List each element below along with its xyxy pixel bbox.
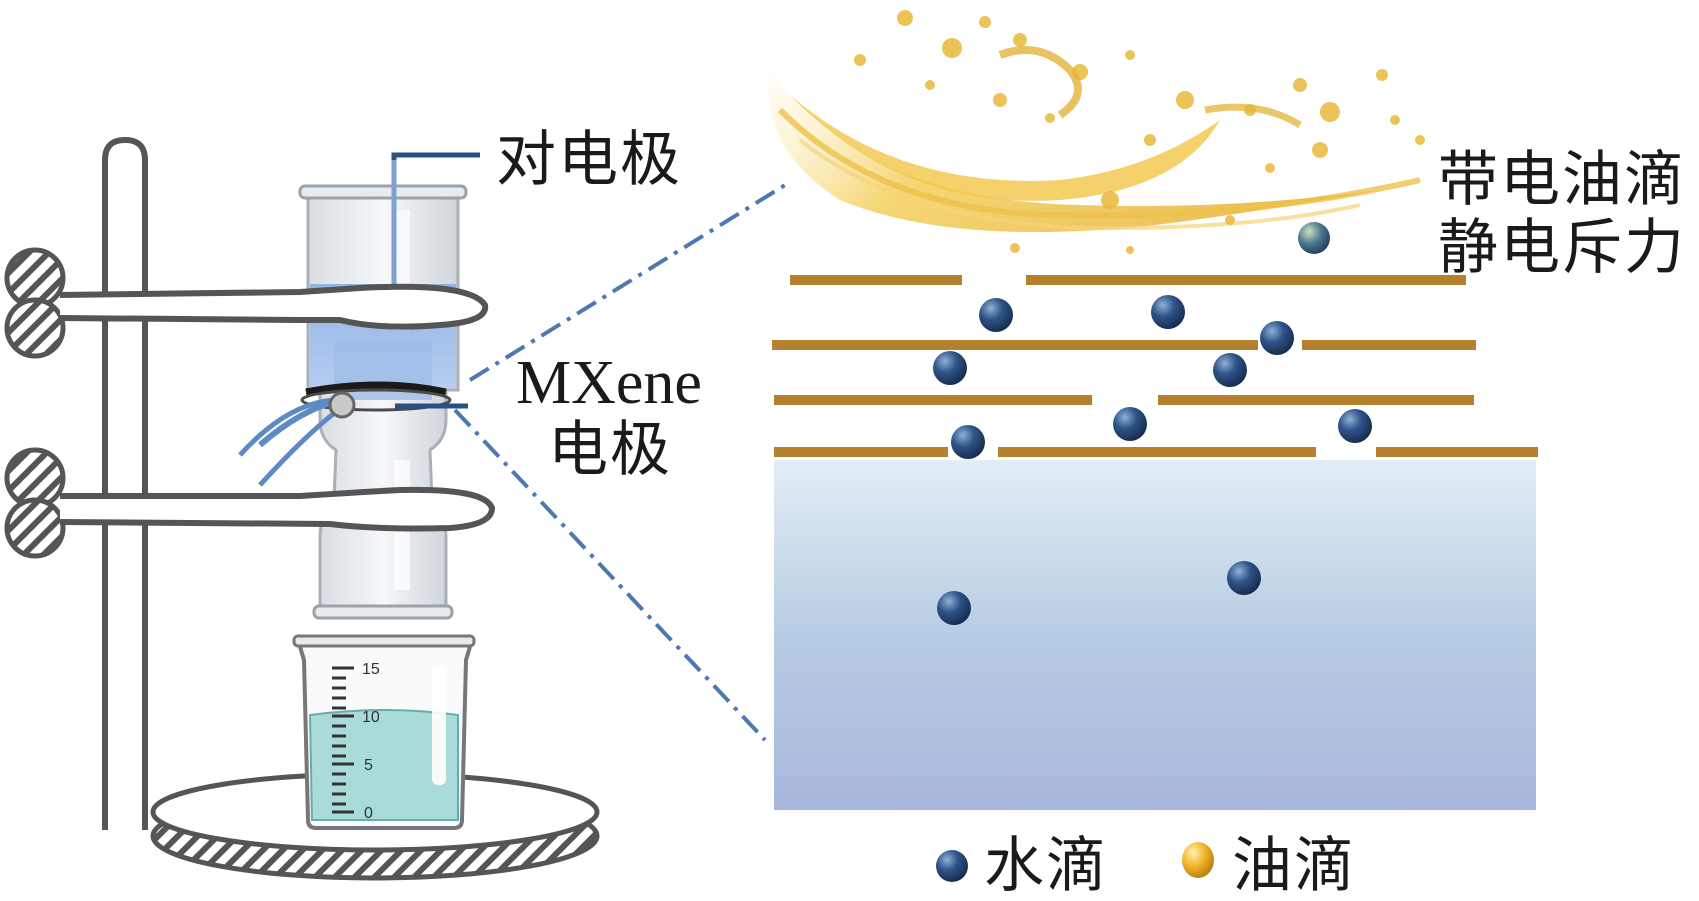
callout-lines bbox=[453, 180, 792, 742]
mxene-label-line1: MXene bbox=[516, 349, 702, 417]
lower-clamp bbox=[4, 447, 495, 559]
water-drop bbox=[933, 351, 967, 385]
charged-oil-label: 带电油滴 bbox=[1438, 145, 1686, 215]
charged-oil-drop bbox=[1298, 222, 1330, 254]
water-drops bbox=[933, 295, 1372, 625]
oil-swirl bbox=[768, 10, 1425, 254]
beaker-tick-15: 15 bbox=[362, 661, 380, 678]
beaker-scale bbox=[332, 666, 354, 814]
water-drop bbox=[1338, 409, 1372, 443]
legend-oil-label: 油滴 bbox=[1232, 831, 1356, 901]
legend-water-marker bbox=[936, 850, 968, 882]
mxene-electrode bbox=[238, 381, 468, 487]
water-drop bbox=[1260, 321, 1294, 355]
upper-clamp bbox=[4, 247, 489, 359]
electrostatic-repulsion-label: 静电斥力 bbox=[1438, 213, 1686, 283]
water-drop bbox=[951, 425, 985, 459]
legend-oil-marker bbox=[1182, 842, 1214, 878]
water-drop bbox=[1227, 561, 1261, 595]
counter-electrode-leader bbox=[391, 152, 480, 160]
water-drop bbox=[979, 298, 1013, 332]
water-drop bbox=[1213, 353, 1247, 387]
counter-electrode-label: 对电极 bbox=[496, 125, 682, 195]
beaker-tick-0: 0 bbox=[364, 805, 373, 822]
beaker-tick-5: 5 bbox=[364, 757, 373, 774]
mxene-layers bbox=[772, 275, 1538, 457]
beaker: 15 10 5 0 bbox=[292, 634, 476, 830]
water-drop bbox=[937, 591, 971, 625]
stand-rod bbox=[102, 136, 148, 830]
water-drop bbox=[1113, 407, 1147, 441]
water-drop bbox=[1151, 295, 1185, 329]
legend-water-label: 水滴 bbox=[984, 831, 1108, 901]
mxene-label-line2: 电极 bbox=[548, 415, 672, 485]
water-region bbox=[774, 460, 1536, 810]
beaker-tick-10: 10 bbox=[362, 709, 380, 726]
